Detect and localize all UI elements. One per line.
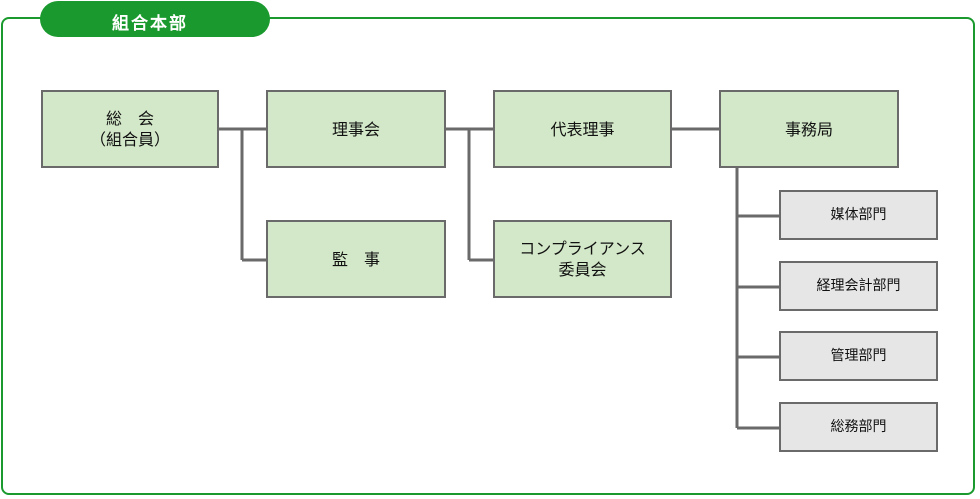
dept-label: 管理部門 (830, 347, 887, 364)
node-board-label: 理事会 (331, 119, 380, 139)
org-chart-frame (1, 17, 975, 495)
node-general-assembly: 総 会 （組合員） (41, 90, 219, 168)
node-general-assembly-line2: （組合員） (89, 130, 170, 149)
node-representative: 代表理事 (493, 90, 672, 168)
header-title: 組合本部 (112, 14, 188, 34)
node-representative-label: 代表理事 (550, 119, 615, 139)
node-auditor-label: 監 事 (331, 249, 380, 269)
node-compliance-line2: 委員会 (558, 260, 607, 279)
dept-box: 経理会計部門 (779, 261, 938, 311)
header-tab: 組合本部 (40, 1, 270, 37)
dept-label: 媒体部門 (830, 206, 887, 223)
node-compliance-line1: コンプライアンス (519, 239, 646, 258)
node-secretariat: 事務局 (719, 90, 899, 168)
node-general-assembly-line1: 総 会 (105, 109, 154, 128)
dept-box: 総務部門 (779, 402, 938, 452)
node-auditor: 監 事 (266, 220, 446, 298)
dept-box: 媒体部門 (779, 190, 938, 240)
node-compliance: コンプライアンス 委員会 (493, 220, 672, 298)
node-board: 理事会 (266, 90, 446, 168)
node-secretariat-label: 事務局 (784, 119, 833, 139)
dept-label: 総務部門 (830, 418, 887, 435)
dept-label: 経理会計部門 (816, 277, 901, 294)
dept-box: 管理部門 (779, 331, 938, 381)
